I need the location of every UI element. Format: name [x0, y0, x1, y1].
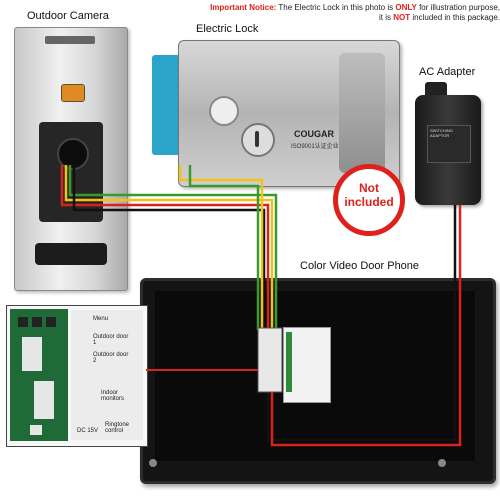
- electric-lock-label: Electric Lock: [196, 23, 259, 35]
- pcb-connector: [34, 381, 54, 419]
- notice-text-1: The Electric Lock in this photo is: [276, 3, 396, 12]
- screw-icon: [149, 459, 157, 467]
- lock-latch-blue: [152, 55, 182, 155]
- pcb-connector: [30, 425, 42, 435]
- pcb-board: [10, 309, 68, 441]
- badge-line-1: Not: [359, 181, 379, 195]
- camera-bottom-bracket: [35, 243, 107, 265]
- ac-adapter: SWITCHING ADAPTOR: [415, 95, 481, 205]
- lock-button-icon: [209, 96, 239, 126]
- notice-text-3: it is: [379, 13, 394, 22]
- terminal-label-dc: DC 15V: [77, 428, 99, 434]
- ac-adapter-label: AC Adapter: [419, 66, 476, 78]
- notice-lead: Important Notice:: [210, 3, 277, 12]
- wire-yellow-camera: [64, 165, 274, 330]
- terminal-labels-panel: Menu Outdoor door 1 Outdoor door 2 Indoo…: [71, 310, 143, 440]
- monitor-terminal-block: [257, 327, 283, 393]
- terminal-zoom-inset: Menu Outdoor door 1 Outdoor door 2 Indoo…: [6, 305, 148, 447]
- terminal-label-menu: Menu: [93, 316, 109, 322]
- monitor-terminal-panel: [283, 327, 331, 403]
- terminal-label-monitors: Indoor monitors: [101, 390, 125, 402]
- electric-lock: COUGAR ISO9001认证企业: [178, 40, 400, 187]
- notice-not: NOT: [393, 13, 411, 22]
- screw-icon: [438, 459, 446, 467]
- outdoor-camera-label: Outdoor Camera: [27, 10, 109, 22]
- badge-line-2: included: [344, 195, 394, 209]
- pcb-button-icon: [18, 317, 28, 327]
- camera-top-rail: [45, 36, 95, 44]
- notice-text-2: for illustration purpose,: [416, 3, 500, 12]
- keyhole-icon: [241, 123, 275, 157]
- terminal-label-ringtone: Ringtone control: [105, 422, 130, 434]
- door-phone-monitor: [140, 278, 496, 484]
- notice-text-4: included in this package.: [410, 13, 500, 22]
- outdoor-camera: [14, 27, 128, 291]
- terminal-label-door2: Outdoor door 2: [93, 352, 129, 364]
- terminal-label-door1: Outdoor door 1: [93, 334, 129, 346]
- lock-bolt-housing: [339, 53, 385, 173]
- wire-green-lock: [188, 165, 260, 330]
- adapter-spec-label: SWITCHING ADAPTOR: [427, 125, 471, 163]
- wire-yellow-lock: [178, 165, 264, 330]
- wire-green-camera: [68, 165, 278, 330]
- wire-red-camera: [60, 165, 270, 330]
- wire-black-camera: [72, 165, 266, 330]
- wire-red-adapter: [270, 205, 462, 447]
- pcb-button-icon: [46, 317, 56, 327]
- pcb-connector: [22, 337, 42, 371]
- wire-black-adapter: [266, 205, 457, 442]
- camera-ir-sensor: [61, 84, 85, 102]
- notice-only: ONLY: [395, 3, 417, 12]
- important-notice: Important Notice: The Electric Lock in t…: [150, 3, 500, 23]
- not-included-badge: Not included: [333, 164, 405, 236]
- door-phone-label: Color Video Door Phone: [300, 260, 420, 272]
- lock-cert: ISO9001认证企业: [291, 144, 339, 150]
- lock-brand: COUGAR: [294, 129, 334, 139]
- pcb-button-icon: [32, 317, 42, 327]
